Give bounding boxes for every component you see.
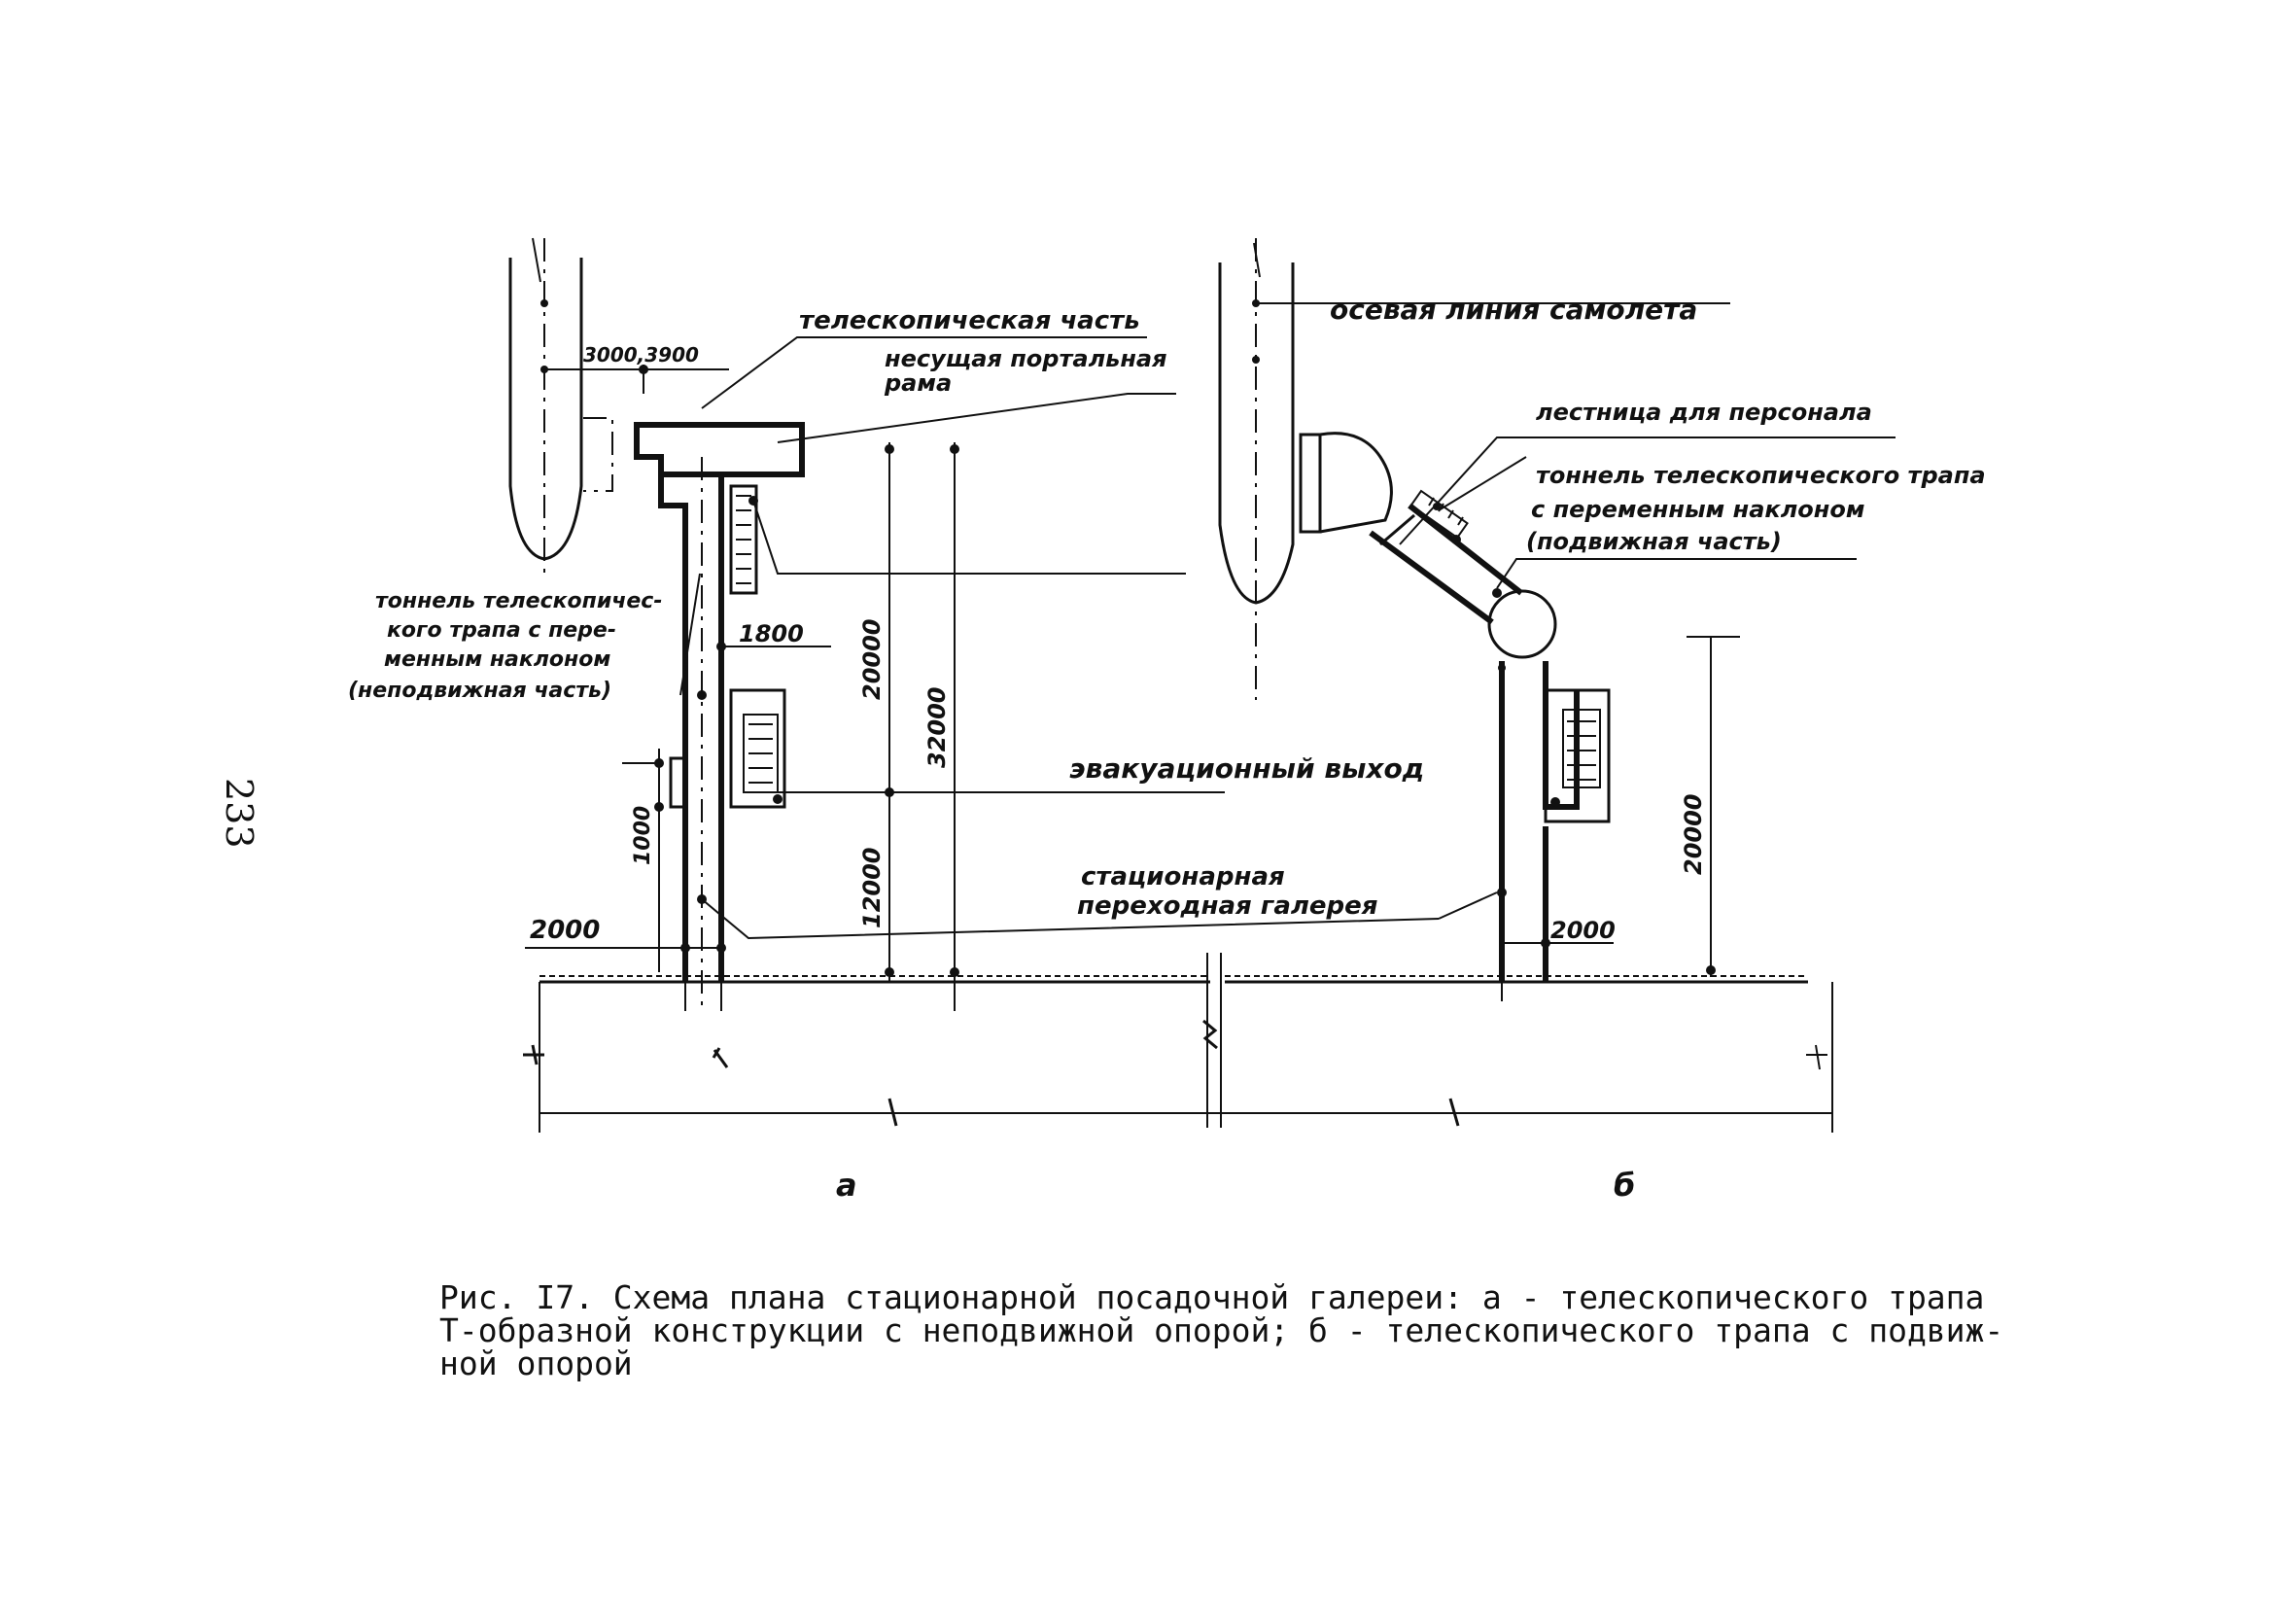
label-fixed-tunnel-3: менным наклоном: [384, 647, 610, 672]
panel-b-drawing: [1218, 238, 1896, 1070]
label-fixed-tunnel-4: (неподвижная часть): [348, 679, 611, 703]
evacuation-stairs-a: [729, 688, 786, 809]
evacuation-stairs-b: [1544, 688, 1611, 823]
panel-label-b: б: [1614, 1167, 1635, 1204]
figure-caption: Рис. I7. Схема плана стационарной посадо…: [439, 1278, 2004, 1382]
dim-1000: 1000: [631, 806, 655, 865]
dim-2000-a: 2000: [530, 916, 600, 945]
dim-1800: 1800: [739, 620, 804, 647]
label-fixed-tunnel-1: тоннель телескопичес-: [375, 589, 662, 613]
caption-line-1: Рис. I7. Схема плана стационарной посадо…: [439, 1278, 1985, 1316]
label-evacuation-exit: эвакуационный выход: [1069, 752, 1424, 785]
dim-12000: 12000: [858, 848, 886, 929]
dim-2000-b: 2000: [1550, 917, 1616, 944]
label-mobile-tunnel-1: тоннель телескопического трапа: [1536, 462, 1986, 489]
label-stationary-gallery-2: переходная галерея: [1077, 891, 1377, 921]
mobile-tunnel-b: [1369, 503, 1523, 625]
panel-label-a: а: [836, 1167, 857, 1204]
label-portal-frame-2: рама: [884, 369, 952, 397]
dim-20000-a: 20000: [858, 619, 886, 701]
label-aircraft-axis: осевая линия самолета: [1330, 294, 1697, 326]
dim-3000-3900: 3000,3900: [583, 343, 699, 367]
telescopic-head-a: [634, 422, 805, 477]
label-mobile-tunnel-3: (подвижная часть): [1526, 528, 1782, 555]
label-staff-stairs: лестница для персонала: [1536, 399, 1872, 426]
portal-frame-stairs-a: [729, 484, 758, 595]
caption-line-3: ной опорой: [439, 1345, 633, 1382]
dim-32000: 32000: [923, 687, 951, 769]
label-fixed-tunnel-2: кого трапа с пере-: [387, 618, 616, 643]
panel-a-drawing: [508, 237, 1440, 1068]
fixed-tunnel-a: [658, 474, 688, 982]
dim-20000-b: 20000: [1680, 794, 1707, 876]
label-mobile-tunnel-2: с переменным наклоном: [1531, 496, 1864, 523]
label-stationary-gallery-1: стационарная: [1081, 862, 1285, 891]
label-portal-frame-1: несущая портальная: [885, 345, 1167, 372]
caption-line-2: Т-образной конструкции с неподвижной опо…: [439, 1311, 2004, 1349]
rotunda-b: [1487, 589, 1557, 659]
label-telescopic-part: телескопическая часть: [799, 306, 1140, 335]
